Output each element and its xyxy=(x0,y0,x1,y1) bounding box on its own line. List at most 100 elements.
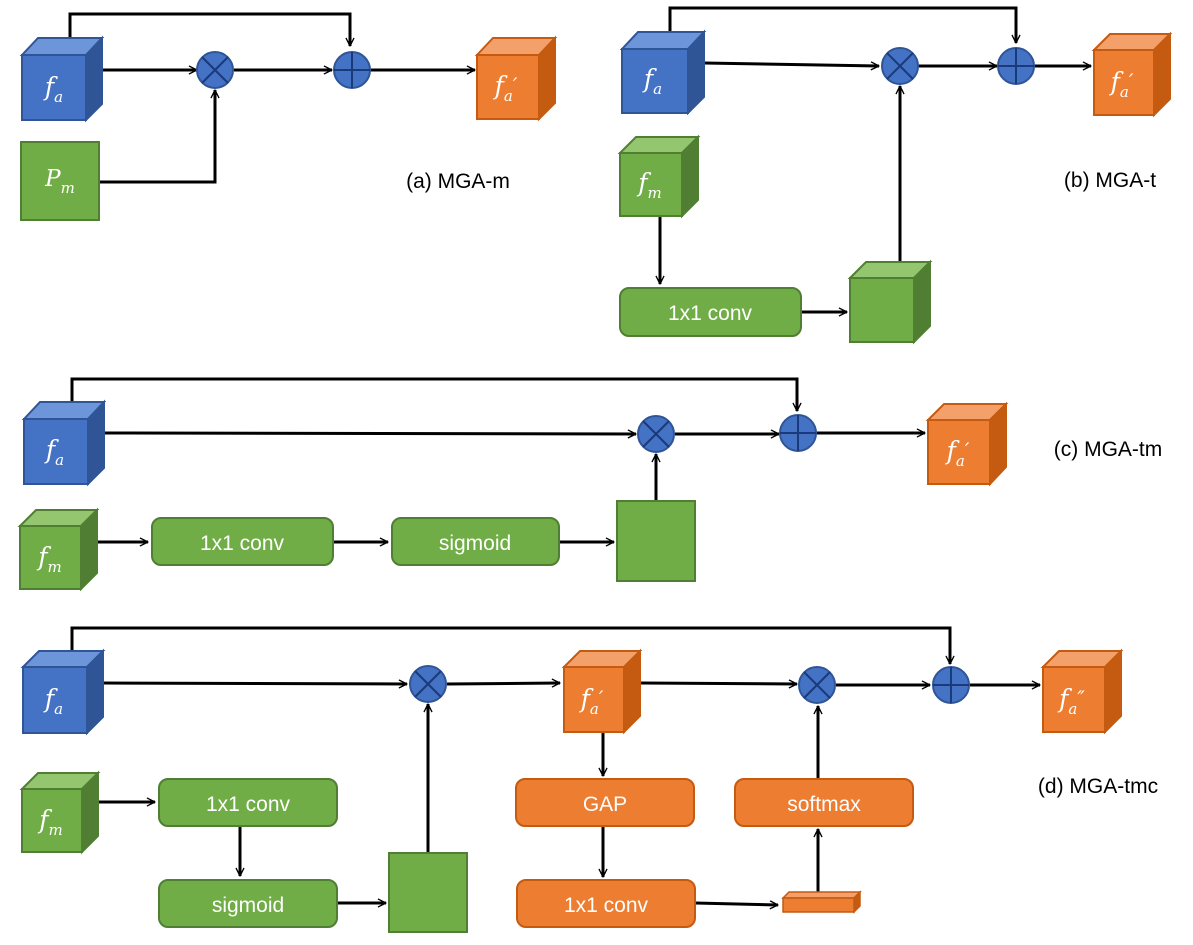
math-subscript: a xyxy=(1120,83,1129,101)
conv-block: 1x1 conv xyxy=(151,517,334,566)
svg-text:fm: fm xyxy=(636,168,662,202)
svg-text:fm: fm xyxy=(37,805,63,839)
feature-cube-fa-prime: fa′ xyxy=(474,35,558,122)
feature-cube-fa-prime: fa′ xyxy=(925,401,1009,487)
math-label: f xyxy=(37,805,52,834)
math-subscript: a xyxy=(54,700,63,718)
conv-label: 1x1 conv xyxy=(564,894,649,917)
conv-label: 1x1 conv xyxy=(200,532,285,555)
math-subscript: a xyxy=(956,452,965,470)
panel-caption: (c) MGA-tm xyxy=(1054,438,1162,461)
conv-block: 1x1 conv xyxy=(158,778,338,827)
skip-connection xyxy=(668,6,1016,43)
math-label: f xyxy=(44,435,59,464)
arrow xyxy=(694,903,778,905)
sigmoid-block: sigmoid xyxy=(158,879,338,928)
math-prime: ″ xyxy=(1077,686,1085,710)
gap-label: GAP xyxy=(583,793,627,816)
multiply-op-icon xyxy=(409,665,447,703)
svg-text:fa: fa xyxy=(43,684,63,718)
math-subscript: m xyxy=(648,184,662,202)
svg-text:fa″: fa″ xyxy=(1057,684,1085,718)
skip-connection xyxy=(68,12,350,46)
arrow xyxy=(99,90,215,184)
conv-block: 1x1 conv xyxy=(516,879,696,928)
mask-block-pm: Pm xyxy=(20,141,100,221)
sigmoid-block: sigmoid xyxy=(391,517,560,566)
feature-cube-fa-prime: fa′ xyxy=(1091,31,1173,118)
math-subscript: m xyxy=(48,558,62,576)
math-label: f xyxy=(43,684,58,713)
math-subscript: a xyxy=(653,80,662,98)
math-prime: ′ xyxy=(599,686,604,710)
skip-connection xyxy=(70,377,797,411)
feature-cube-fa: fa xyxy=(19,35,105,123)
arrow xyxy=(103,433,636,434)
multiply-op-icon xyxy=(798,666,836,704)
attention-map xyxy=(388,852,468,933)
math-subscript: a xyxy=(590,700,599,718)
gap-block: GAP xyxy=(515,778,695,827)
svg-text:fa: fa xyxy=(43,72,63,106)
math-subscript: m xyxy=(61,179,75,197)
svg-text:fa′: fa′ xyxy=(945,436,970,470)
add-op-icon xyxy=(997,47,1035,85)
arrow xyxy=(703,63,879,66)
softmax-label: softmax xyxy=(787,793,861,816)
arrow xyxy=(102,683,407,684)
math-subscript: a xyxy=(54,88,63,106)
math-subscript: a xyxy=(1068,700,1077,718)
feature-cube-fa: fa xyxy=(20,648,106,736)
math-label: f xyxy=(642,64,657,93)
math-label: f xyxy=(636,168,651,197)
multiply-op-icon xyxy=(881,47,919,85)
feature-cube-fa-double-prime: fa″ xyxy=(1040,648,1124,735)
channel-vector xyxy=(781,890,862,914)
conv-block: 1x1 conv xyxy=(619,287,802,337)
attention-cube xyxy=(847,259,933,345)
feature-cube-fm: fm xyxy=(617,134,701,219)
svg-text:fa′: fa′ xyxy=(579,684,604,718)
sigmoid-label: sigmoid xyxy=(439,532,511,555)
conv-label: 1x1 conv xyxy=(206,793,291,816)
panel-d: fa fm 1x1 conv sigmoid xyxy=(19,626,1158,933)
svg-text:Pm: Pm xyxy=(44,166,75,197)
add-op-icon xyxy=(333,51,371,89)
math-subscript: a xyxy=(55,451,64,469)
sigmoid-label: sigmoid xyxy=(212,894,284,917)
multiply-op-icon xyxy=(637,415,675,453)
math-label: f xyxy=(493,71,508,100)
math-label: P xyxy=(44,166,61,192)
panel-caption: (a) MGA-m xyxy=(406,170,510,193)
add-op-icon xyxy=(932,666,970,704)
svg-text:fa: fa xyxy=(642,64,662,98)
svg-text:fm: fm xyxy=(36,542,62,576)
arrow xyxy=(446,683,560,684)
panel-caption: (d) MGA-tmc xyxy=(1038,775,1158,798)
svg-text:fa′: fa′ xyxy=(1109,67,1134,101)
svg-text:fa′: fa′ xyxy=(493,71,518,105)
svg-text:fa: fa xyxy=(44,435,64,469)
math-subscript: a xyxy=(504,87,513,105)
math-prime: ′ xyxy=(1129,69,1134,93)
math-prime: ′ xyxy=(513,73,518,97)
softmax-block: softmax xyxy=(734,778,914,827)
math-prime: ′ xyxy=(965,438,970,462)
add-op-icon xyxy=(779,414,817,452)
arrow xyxy=(639,683,797,684)
attention-map xyxy=(616,500,696,582)
math-label: f xyxy=(945,436,960,465)
feature-cube-fa: fa xyxy=(619,29,707,116)
feature-cube-fa: fa xyxy=(21,399,107,487)
conv-label: 1x1 conv xyxy=(668,302,753,325)
math-label: f xyxy=(43,72,58,101)
feature-cube-fm: fm xyxy=(19,770,101,855)
math-label: f xyxy=(579,684,594,713)
panel-b: fa fm 1x1 conv xyxy=(617,6,1173,345)
multiply-op-icon xyxy=(196,51,234,89)
panel-a: fa Pm fa′ xyxy=(19,12,558,221)
feature-cube-fa-prime: fa′ xyxy=(561,648,643,735)
math-label: f xyxy=(36,542,51,571)
math-label: f xyxy=(1057,684,1072,713)
